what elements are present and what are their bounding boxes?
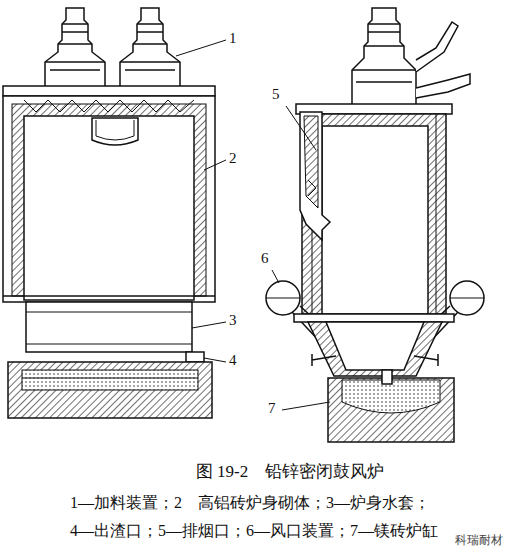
watermark: 科瑞耐材 (455, 534, 503, 548)
charging-device (45, 8, 180, 88)
callout-number: 5 (272, 86, 280, 103)
water-jacket (26, 302, 192, 352)
callout-number: 4 (229, 352, 237, 369)
flue-outlet (300, 112, 330, 240)
legend-line: 1—加料装置；2 高铝砖炉身砌体；3—炉身水套； (70, 494, 430, 512)
leader-line (176, 40, 330, 410)
callout-number: 3 (229, 312, 237, 329)
callout-number: 1 (229, 30, 237, 47)
shaft-body (3, 86, 215, 302)
charging-device (352, 8, 470, 104)
legend-line: 4—出渣口；5—排烟口；6—风口装置；7—镁砖炉缸 (70, 522, 438, 540)
hearth (8, 362, 212, 418)
bosh (308, 322, 442, 376)
shaft-body (296, 104, 452, 314)
figure-caption: 图 19-2 铅锌密闭鼓风炉 (196, 462, 384, 482)
hearth (328, 370, 454, 442)
callout-number: 6 (261, 250, 269, 267)
slag-outlet (186, 352, 204, 362)
callout-number: 7 (268, 400, 276, 417)
callout-number: 2 (229, 150, 237, 167)
